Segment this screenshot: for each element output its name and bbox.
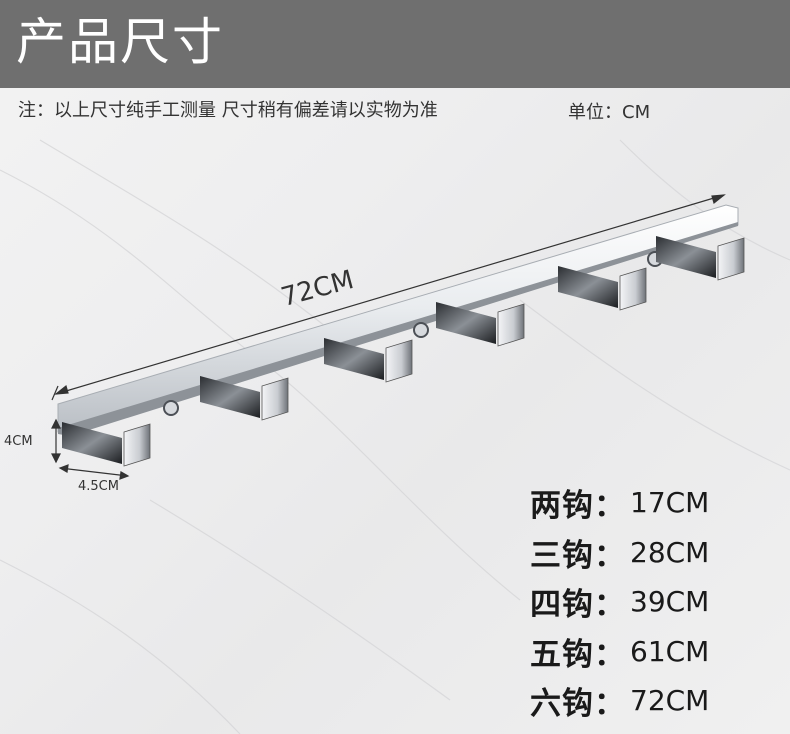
spec-value: 72CM xyxy=(630,684,710,718)
hook-6 xyxy=(656,236,745,281)
spec-list: 两钩： 17CM 三钩： 28CM 四钩： 39CM 五钩： 61CM 六钩： … xyxy=(530,478,780,726)
measurement-note: 注：以上尺寸纯手工测量 尺寸稍有偏差请以实物为准 xyxy=(18,100,438,121)
spec-label: 四钩： xyxy=(530,587,626,624)
width-dimension-label: 4.5CM xyxy=(78,479,119,494)
hook-3 xyxy=(324,338,413,383)
unit-label: 单位：CM xyxy=(568,102,651,123)
spec-value: 28CM xyxy=(630,535,710,569)
spec-label: 五钩： xyxy=(530,636,626,673)
hook-4 xyxy=(436,302,525,347)
hook-rail xyxy=(57,204,739,436)
spec-label: 两钩： xyxy=(530,488,626,525)
hook-5 xyxy=(558,266,647,311)
spec-value: 61CM xyxy=(630,634,710,668)
hook-2 xyxy=(200,376,289,421)
spec-value: 39CM xyxy=(630,585,710,619)
spec-row: 六钩： 72CM xyxy=(530,676,780,726)
spec-row: 五钩： 61CM xyxy=(530,627,780,677)
hooks xyxy=(62,236,745,467)
page-title: 产品尺寸 xyxy=(16,13,224,71)
spec-row: 三钩： 28CM xyxy=(530,528,780,578)
hook-dimension-lines xyxy=(51,418,130,480)
spec-label: 三钩： xyxy=(530,537,626,574)
hook-1 xyxy=(62,422,151,467)
spec-value: 17CM xyxy=(630,486,710,520)
spec-row: 两钩： 17CM xyxy=(530,478,780,528)
height-dimension-label: 4CM xyxy=(4,434,33,449)
product-illustration xyxy=(0,139,790,734)
spec-row: 四钩： 39CM xyxy=(530,577,780,627)
header-banner: 产品尺寸 xyxy=(0,0,790,88)
length-dimension-line xyxy=(51,194,726,401)
spec-label: 六钩： xyxy=(530,686,626,723)
